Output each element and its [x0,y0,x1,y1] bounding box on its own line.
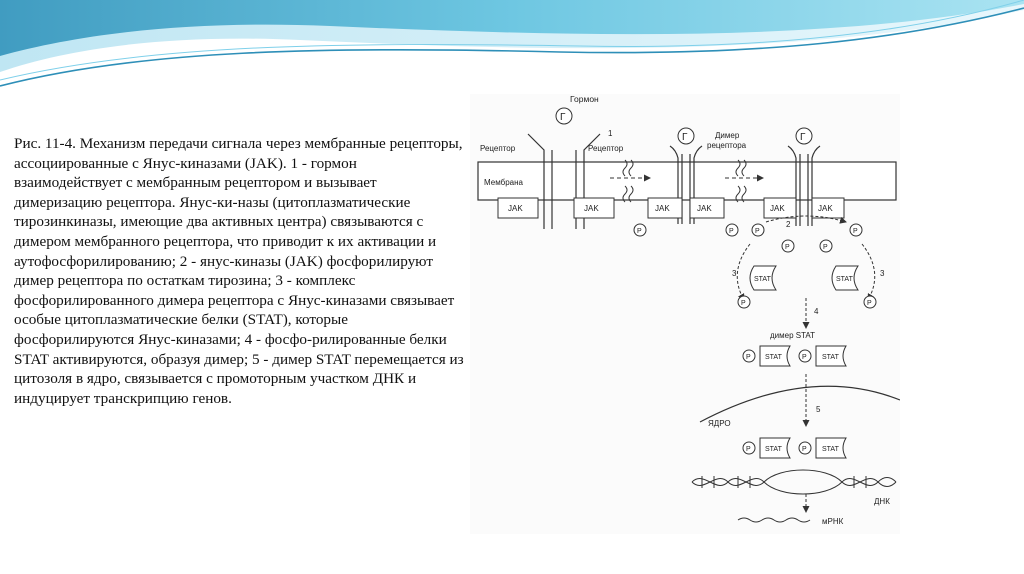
step-4-label: 4 [814,307,819,316]
cell-membrane [478,162,896,200]
p-label-12: P [802,446,807,453]
stat-dimer-left-label: STAT [765,354,783,361]
jak-label-3: JAK [655,204,670,213]
dimer-receptor-label-line1: Димер [715,131,740,140]
figure-caption: Рис. 11-4. Механизм передачи сигнала чер… [14,134,464,408]
step-3-label-right: 3 [880,269,885,278]
p-label-11: P [746,446,751,453]
stat-dimer-label: димер STAT [770,331,815,340]
p-label-5: P [785,244,790,251]
p-label-3: P [755,228,760,235]
hormone-letter-2: Г [682,132,688,143]
step-5-label: 5 [816,405,821,414]
jak-label-2: JAK [584,204,599,213]
dna-label: ДНК [874,497,890,506]
step-3-label-left: 3 [732,269,737,278]
hormone-letter-1: Г [560,112,566,123]
step-1-label: 1 [608,129,613,138]
p-label-8: P [867,300,872,307]
header-wave-decoration [0,0,1024,100]
jak-label-5: JAK [770,204,785,213]
nucleus-label: ЯДРО [708,419,731,428]
receptor-label-left: Рецептор [480,144,516,153]
receptor-label-right: Рецептор [588,144,624,153]
hormone-label: Гормон [570,94,599,104]
diagram-background [470,94,900,534]
hormone-letter-3: Г [800,132,806,143]
stat-dimer-right-label: STAT [822,354,840,361]
p-label-6: P [823,244,828,251]
p-label-10: P [802,354,807,361]
jak-label-1: JAK [508,204,523,213]
p-label-1: P [637,228,642,235]
p-label-4: P [853,228,858,235]
p-label-2: P [729,228,734,235]
mrna-label: мРНК [822,517,844,526]
jak-stat-signaling-diagram: Мембрана Гормон Г Рецептор Рецептор 1 JA… [470,94,900,534]
nuclear-stat-right-label: STAT [822,446,840,453]
stat-right-label: STAT [836,276,854,283]
p-label-9: P [746,354,751,361]
stat-left-label: STAT [754,276,772,283]
p-label-7: P [741,300,746,307]
membrane-label: Мембрана [484,178,524,187]
step-2-label: 2 [786,220,791,229]
dimer-receptor-label-line2: рецептора [707,141,747,150]
jak-label-6: JAK [818,204,833,213]
nuclear-stat-left-label: STAT [765,446,783,453]
jak-label-4: JAK [697,204,712,213]
